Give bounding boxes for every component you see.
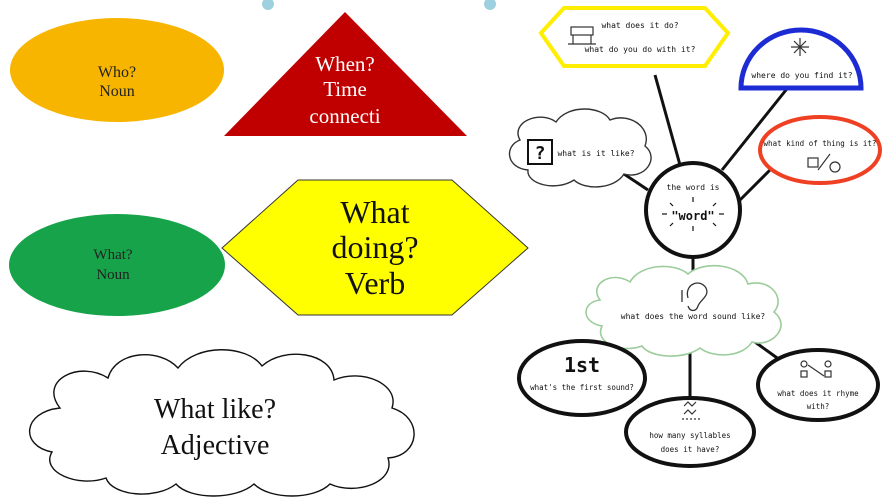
where-node: where do you find it? [738,27,864,91]
bench-icon [568,26,596,45]
who-oval [10,18,224,122]
what-doing-verb-label: Verb [345,265,405,301]
kind-node: what kind of thing is it? [758,115,882,185]
does-sub-label: what do you do with it? [585,45,696,54]
center-circle [644,161,742,259]
rhyme-label: what does it rhyme [777,389,859,398]
clap-icon [682,401,700,420]
does-label: what does it do? [601,21,678,30]
first-ellipse [517,339,647,417]
what-like-cloud: What like? Adjective [28,349,415,497]
ear-icon [681,282,708,312]
center-node: the word is "word" [644,161,742,259]
sound-cloud [585,265,782,357]
decoration-dot-left [262,0,274,10]
sound-node: what does the word sound like? [585,265,782,357]
first-node: 1st what's the first sound? [517,339,647,417]
shapes-icon [807,153,841,173]
like-label: what is it like? [557,149,634,158]
question-symbol: ? [535,143,546,164]
what-sub-label: Noun [96,267,130,283]
cloud-outline [28,349,415,497]
when-sub-label-2: connecti [309,104,380,128]
line-to-where [720,84,792,171]
question-box-icon [527,139,553,165]
does-hexagon [538,6,731,68]
what-label: What? [93,247,132,263]
what-oval [9,214,225,316]
what-like-label: What like? [154,394,276,425]
center-label: the word is [667,183,720,192]
first-symbol: 1st [564,353,600,377]
when-time-shape: When? Time connecti [224,12,467,136]
when-label: When? [315,52,374,76]
when-sub-label: Time [323,77,367,101]
sound-label: what does the word sound like? [621,312,766,321]
syllables-label: how many syllables [649,431,730,440]
line-to-kind [738,168,772,202]
first-label: what's the first sound? [530,383,634,392]
who-sub-label: Noun [99,83,135,100]
like-cloud [508,108,652,188]
syllables-node: how many syllables does it have? [624,396,756,468]
rhyme-shapes-icon [800,360,832,378]
who-noun-shape: Who? Noun [10,18,224,122]
does-node: what does it do? what do you do with it? [538,6,731,68]
rhyme-sub-label: with? [807,402,830,411]
decoration-dot-right [484,0,496,10]
who-label: Who? [98,64,136,81]
sparkle-marks [662,197,724,231]
what-noun-shape: What? Noun [9,214,225,316]
where-label: where do you find it? [751,71,852,80]
compass-icon [791,38,809,56]
where-semicircle [738,27,864,91]
rhyme-ellipse [756,348,880,422]
what-doing-label: What [340,194,409,230]
center-word: "word" [671,209,714,223]
kind-ellipse [758,115,882,185]
when-triangle [224,12,467,136]
what-like-sub-label: Adjective [161,430,270,461]
rhyme-node: what does it rhyme with? [756,348,880,422]
line-to-does [653,74,682,166]
syllables-sub-label: does it have? [661,445,720,454]
line-to-rhyme [754,340,781,362]
what-doing-hexagon [221,179,529,316]
like-node: ? what is it like? [508,108,652,188]
what-doing-sub-label: doing? [331,229,418,265]
syllables-ellipse [624,396,756,468]
kind-label: what kind of thing is it? [764,139,877,148]
what-doing-shape: What doing? Verb [221,179,529,316]
